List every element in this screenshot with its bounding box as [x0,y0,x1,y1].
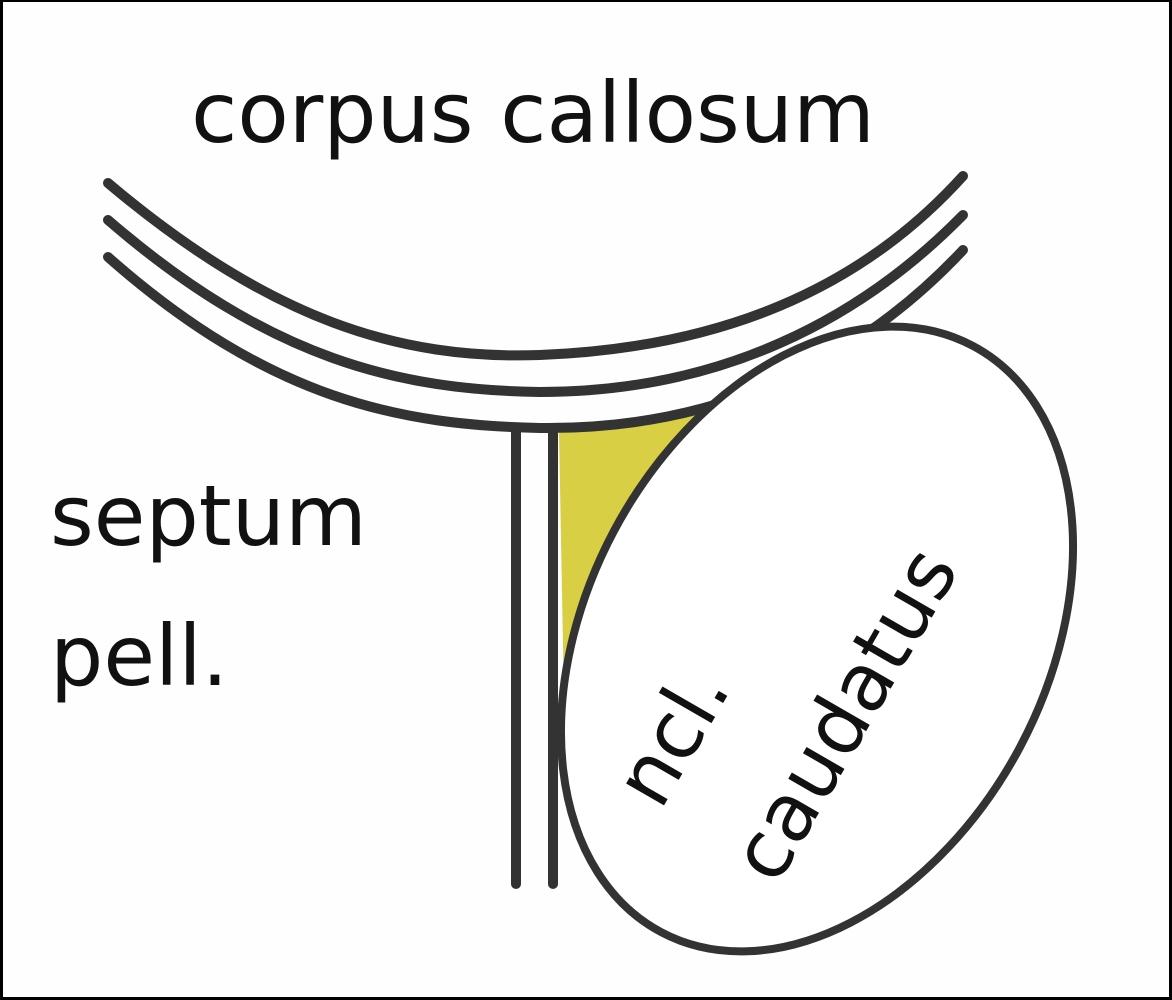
label-pell: pell. [50,607,228,705]
lateral-ventricle [559,393,792,806]
corpus-callosum-line-top [103,171,968,361]
label-corpus-callosum: corpus callosum [191,64,875,162]
caudate-nucleus-shape [557,322,1077,956]
label-septum: septum [50,467,367,565]
septum-pellucidum-shape [511,427,558,889]
corpus-callosum-line-middle [103,210,968,398]
